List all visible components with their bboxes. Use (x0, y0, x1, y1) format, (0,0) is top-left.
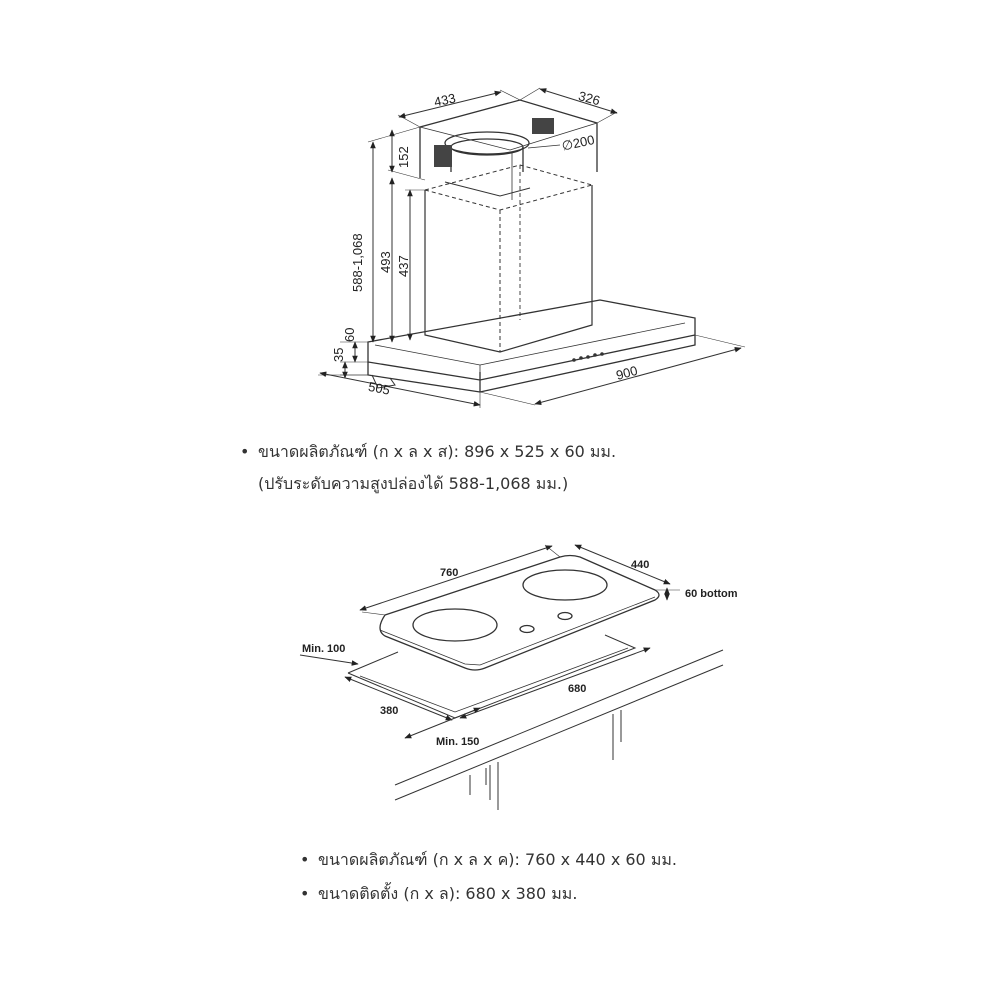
hob-spec-text-2: ขนาดติดตั้ง (ก x ล): 680 x 380 มม. (318, 884, 578, 903)
dim-588-1068: 588-1,068 (350, 233, 365, 292)
dim-326: 326 (577, 88, 602, 108)
dim-440: 440 (631, 559, 649, 571)
hob-dimension-lines (299, 544, 680, 739)
dim-60: 60 (342, 328, 357, 342)
hood-dimension-labels: 433 326 ∅200 588-1,068 152 493 437 60 35… (331, 88, 639, 398)
dim-437: 437 (396, 255, 411, 277)
bullet: • (300, 884, 310, 903)
bullet: • (300, 850, 310, 869)
dim-min-100: Min. 100 (302, 643, 345, 655)
dim-152: 152 (396, 146, 411, 168)
hob-spec-text-1: ขนาดผลิตภัณฑ์ (ก x ล x ค): 760 x 440 x 6… (318, 850, 677, 869)
hood-spec-text-1: ขนาดผลิตภัณฑ์ (ก x ล x ส): 896 x 525 x 6… (258, 442, 617, 461)
hob-spec-line-2: • ขนาดติดตั้ง (ก x ล): 680 x 380 มม. (300, 882, 577, 907)
hob-dimension-labels: 760 440 60 bottom Min. 100 680 380 Min. … (302, 559, 738, 748)
dim-duct: ∅200 (560, 132, 595, 154)
hood-dimension-lines (318, 87, 746, 408)
dim-760: 760 (440, 567, 458, 579)
dim-493: 493 (378, 251, 393, 273)
dim-505: 505 (367, 379, 391, 398)
hood-spec-line-2: (ปรับระดับความสูงปล่องได้ 588-1,068 มม.) (258, 472, 568, 497)
hood-spec-line-1: • ขนาดผลิตภัณฑ์ (ก x ล x ส): 896 x 525 x … (240, 440, 616, 465)
cooker-hood-drawing (367, 99, 696, 393)
dim-35: 35 (331, 348, 346, 362)
hood-spec-text-2: (ปรับระดับความสูงปล่องได้ 588-1,068 มม.) (258, 474, 569, 493)
dim-60-bottom: 60 bottom (685, 588, 738, 600)
dim-680: 680 (568, 683, 586, 695)
dim-380: 380 (380, 705, 398, 717)
hob-spec-line-1: • ขนาดผลิตภัณฑ์ (ก x ล x ค): 760 x 440 x … (300, 848, 677, 873)
dim-900: 900 (614, 363, 639, 383)
dim-433: 433 (433, 90, 457, 109)
dim-min-150: Min. 150 (436, 736, 479, 748)
bullet: • (240, 442, 250, 461)
